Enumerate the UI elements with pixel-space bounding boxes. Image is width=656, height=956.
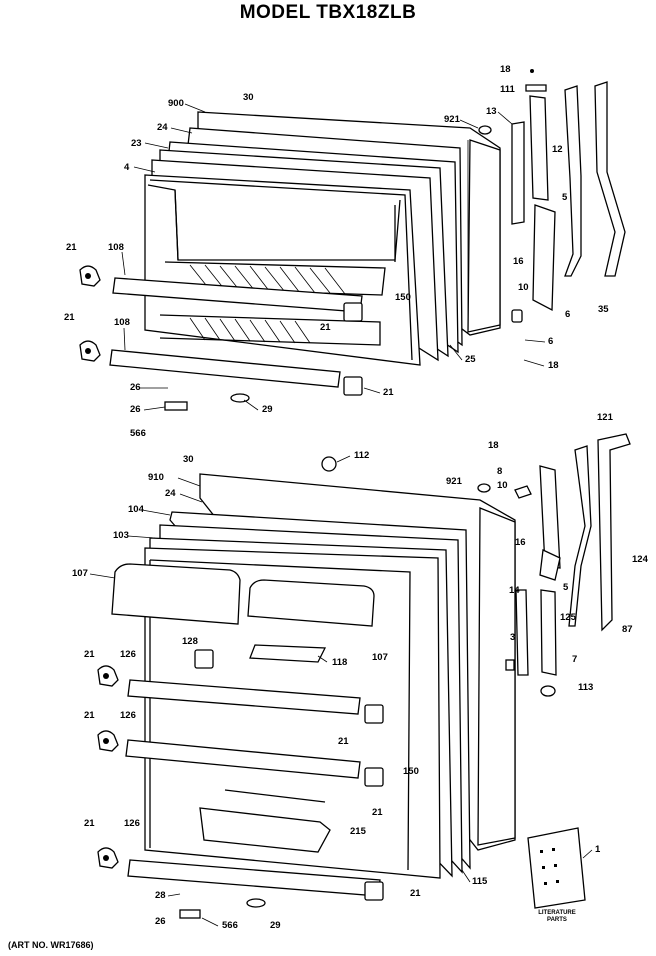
part-callout-126: 126 [120, 710, 136, 721]
part-callout-107: 107 [372, 652, 388, 663]
hinge-parts-lower [477, 433, 631, 697]
part-callout-566: 566 [130, 428, 146, 439]
part-callout-112: 112 [354, 450, 369, 461]
part-callout-21: 21 [66, 242, 77, 253]
part-callout-1: 1 [595, 844, 601, 855]
part-callout-26: 26 [155, 916, 166, 927]
end-cap-icon [79, 265, 363, 396]
literature-label-line1: LITERATURE [538, 910, 576, 916]
part-callout-900: 900 [168, 98, 184, 109]
part-callout-8: 8 [497, 466, 502, 477]
page-title: MODEL TBX18ZLB [239, 2, 417, 23]
part-callout-4: 4 [124, 162, 130, 173]
part-callout-29: 29 [262, 404, 273, 415]
part-callout-125: 125 [560, 612, 577, 623]
part-callout-21: 21 [84, 710, 95, 721]
part-callout-26: 26 [130, 382, 141, 393]
door-bar-126-b [125, 739, 361, 779]
part-callout-13: 13 [486, 106, 497, 117]
part-callout-921: 921 [446, 476, 463, 487]
part-callout-910: 910 [148, 472, 164, 483]
part-callout-30: 30 [183, 454, 194, 465]
literature-label-line2: PARTS [547, 917, 567, 923]
part-callout-23: 23 [131, 138, 142, 149]
part-callout-14: 14 [509, 585, 520, 596]
part-callout-18: 18 [548, 360, 559, 371]
part-callout-104: 104 [128, 504, 145, 515]
fresh-food-door-assembly [97, 433, 631, 919]
part-callout-5: 5 [562, 192, 568, 203]
freezer-door-assembly [79, 69, 626, 411]
callouts-upper: 18 111 30 900 921 13 12 24 23 4 5 21 108… [64, 64, 609, 439]
plug-112 [321, 456, 337, 472]
part-callout-21: 21 [84, 649, 95, 660]
part-callout-35: 35 [598, 304, 609, 315]
plug-29 [230, 393, 250, 403]
door-bar-126-a [127, 679, 361, 715]
dairy-compartment-door [111, 563, 375, 627]
part-callout-24: 24 [165, 488, 176, 499]
part-callout-16: 16 [515, 537, 526, 548]
part-callout-21: 21 [372, 807, 383, 818]
plug-29-lower [246, 898, 266, 908]
literature-parts-book [527, 827, 586, 909]
part-callout-126: 126 [124, 818, 140, 829]
part-callout-5: 5 [563, 582, 569, 593]
part-callout-10: 10 [518, 282, 529, 293]
door-bin-215 [199, 807, 331, 853]
part-callout-10: 10 [497, 480, 508, 491]
part-callout-566: 566 [222, 920, 238, 931]
part-callout-21: 21 [410, 888, 421, 899]
part-callout-21: 21 [84, 818, 95, 829]
part-callout-29: 29 [270, 920, 281, 931]
door-bar-108-lower [109, 349, 341, 388]
part-callout-24: 24 [157, 122, 168, 133]
part-callout-26: 26 [130, 404, 141, 415]
part-callout-7: 7 [572, 654, 577, 665]
part-callout-118: 118 [332, 657, 347, 668]
part-callout-16: 16 [513, 256, 524, 267]
hinge-26 [164, 401, 188, 411]
leader-lines [89, 103, 593, 927]
part-callout-30: 30 [243, 92, 254, 103]
butter-tray [249, 644, 327, 663]
part-callout-21: 21 [338, 736, 349, 747]
part-callout-28: 28 [155, 890, 166, 901]
part-callout-121: 121 [597, 412, 614, 423]
end-cap-icon [97, 649, 384, 901]
part-callout-6: 6 [565, 309, 570, 320]
part-callout-87: 87 [622, 624, 633, 635]
part-callout-113: 113 [578, 682, 593, 693]
part-callout-111: 111 [500, 84, 516, 95]
callouts-lower: 18 121 30 112 910 921 8 10 24 104 103 16… [72, 412, 649, 931]
hinge-26-lower [179, 909, 201, 919]
freezer-shelf-grill-lower [159, 314, 381, 346]
part-callout-150: 150 [403, 766, 419, 777]
literature-parts-label: LITERATURE PARTS [528, 910, 586, 924]
part-callout-21: 21 [64, 312, 75, 323]
part-callout-126: 126 [120, 649, 136, 660]
part-callout-107: 107 [72, 568, 88, 579]
part-callout-18: 18 [488, 440, 499, 451]
part-callout-124: 124 [632, 554, 649, 565]
part-callout-21: 21 [320, 322, 331, 333]
art-number: (ART NO. WR17686) [8, 940, 94, 950]
part-callout-108: 108 [114, 317, 130, 328]
hinge-parts-upper [478, 69, 626, 323]
part-callout-3: 3 [510, 632, 515, 643]
part-callout-115: 115 [472, 876, 488, 887]
part-callout-921: 921 [444, 114, 461, 125]
part-callout-6: 6 [548, 336, 553, 347]
part-callout-12: 12 [552, 144, 563, 155]
part-callout-25: 25 [465, 354, 476, 365]
part-callout-128: 128 [182, 636, 198, 647]
part-callout-215: 215 [350, 826, 367, 837]
part-callout-108: 108 [108, 242, 124, 253]
part-callout-21: 21 [383, 387, 394, 398]
part-callout-150: 150 [395, 292, 411, 303]
part-callout-103: 103 [113, 530, 129, 541]
part-callout-18: 18 [500, 64, 511, 75]
